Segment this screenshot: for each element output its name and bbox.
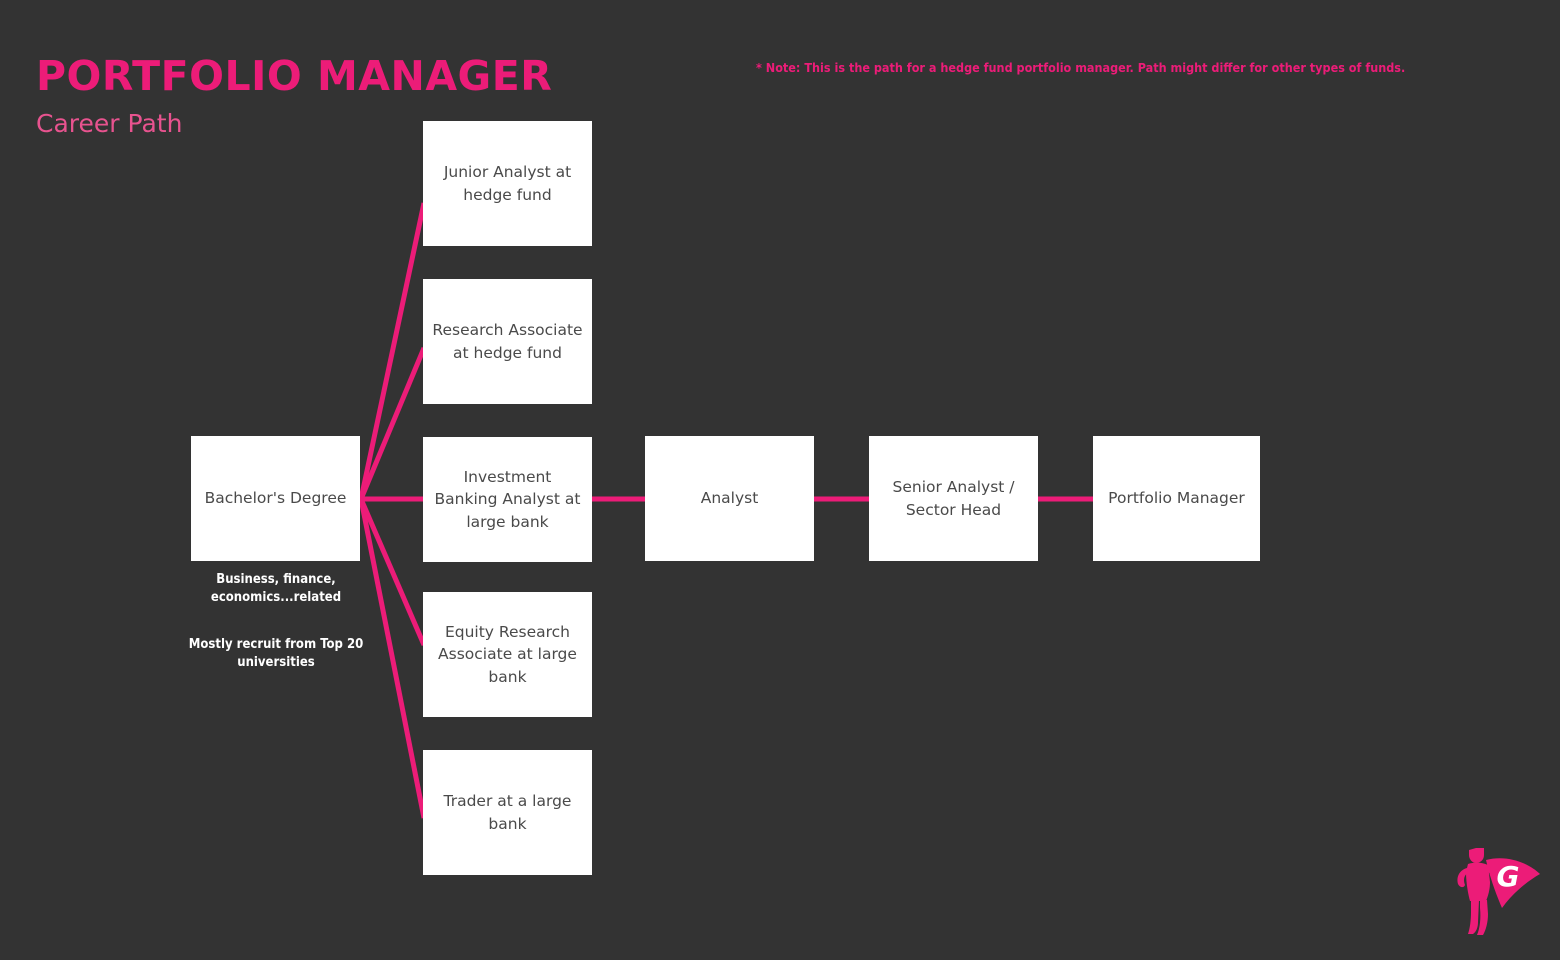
node-senior-analyst-sector-head[interactable]: Senior Analyst / Sector Head (869, 436, 1038, 561)
node-label: Bachelor's Degree (204, 489, 347, 508)
logo-letter: G (1497, 860, 1520, 893)
footnote-text: * Note: This is the path for a hedge fun… (756, 60, 1406, 75)
node-junior-analyst-hedge-fund[interactable]: Junior Analyst at hedge fund (423, 121, 592, 246)
node-label: Investment Banking Analyst at large bank (434, 467, 581, 531)
node-research-associate-hedge-fund[interactable]: Research Associate at hedge fund (423, 279, 592, 404)
node-investment-banking-analyst[interactable]: Investment Banking Analyst at large bank (423, 437, 592, 562)
caption-majors: Business, finance, economics...related (210, 572, 342, 605)
node-label: Research Associate at hedge fund (432, 321, 583, 362)
node-label: Portfolio Manager (1108, 489, 1245, 508)
superhero-logo-icon: G (1457, 848, 1540, 935)
edge-bachelor-to-junior-analyst (358, 202, 427, 500)
node-analyst[interactable]: Analyst (645, 436, 814, 561)
node-trader-large-bank[interactable]: Trader at a large bank (423, 750, 592, 875)
node-label: Trader at a large bank (443, 792, 572, 833)
node-label: Junior Analyst at hedge fund (443, 163, 572, 204)
node-equity-research-associate[interactable]: Equity Research Associate at large bank (423, 592, 592, 717)
edge-bachelor-to-research-associate (358, 347, 427, 500)
node-label: Equity Research Associate at large bank (438, 622, 577, 686)
caption-recruiting: Mostly recruit from Top 20 universities (188, 637, 364, 670)
page-title: PORTFOLIO MANAGER (36, 52, 553, 100)
node-label: Analyst (700, 489, 759, 508)
node-portfolio-manager[interactable]: Portfolio Manager (1093, 436, 1260, 561)
page-subtitle: Career Path (36, 109, 183, 138)
node-label: Senior Analyst / Sector Head (892, 478, 1015, 519)
node-bachelors-degree[interactable]: Bachelor's Degree (191, 436, 360, 561)
